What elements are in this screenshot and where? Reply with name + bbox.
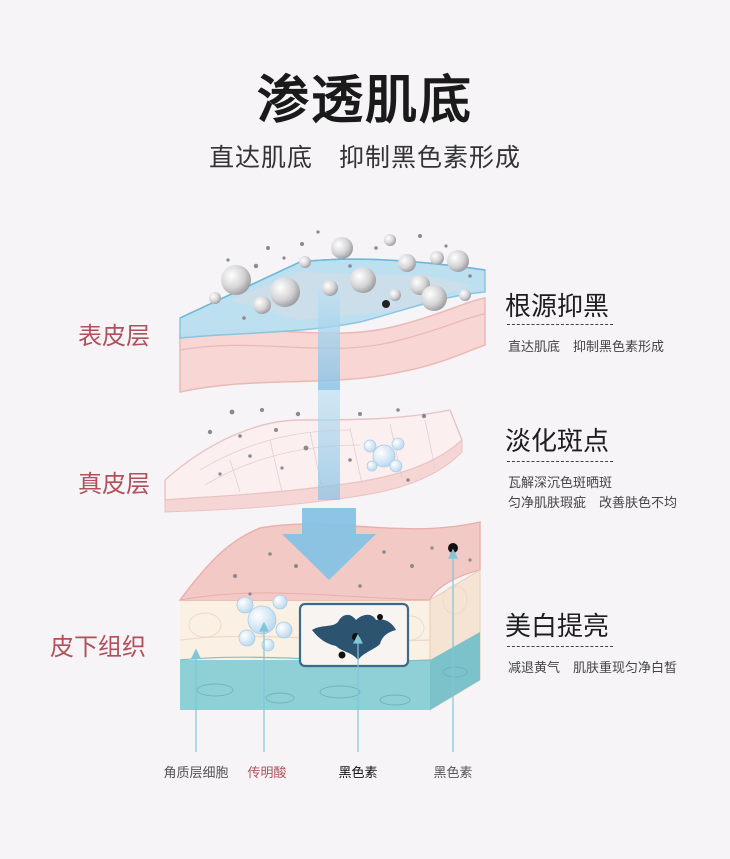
feature-divider	[507, 324, 613, 325]
page-subtitle: 直达肌底 抑制黑色素形成	[0, 138, 730, 174]
label-keratinocyte: 角质层细胞	[163, 762, 228, 781]
layer-label-epidermis: 表皮层	[78, 316, 150, 351]
feature-title-brighten: 美白提亮	[505, 606, 609, 643]
feature-desc-fade-spots-1: 瓦解深沉色斑晒斑	[508, 474, 612, 494]
layer-label-dermis: 真皮层	[78, 464, 150, 499]
feature-desc-root-whitening: 直达肌底 抑制黑色素形成	[508, 338, 664, 358]
layer-label-subcutaneous: 皮下组织	[50, 627, 146, 662]
label-tranexamic-acid: 传明酸	[247, 762, 286, 781]
feature-divider	[507, 646, 613, 647]
label-melanin-right: 黑色素	[433, 762, 472, 781]
page-title: 渗透肌底	[0, 58, 730, 133]
feature-title-fade-spots: 淡化斑点	[505, 421, 609, 458]
feature-desc-fade-spots-2: 匀净肌肤瑕疵 改善肤色不均	[508, 494, 677, 514]
feature-desc-brighten: 减退黄气 肌肤重现匀净白皙	[508, 659, 677, 679]
feature-divider	[507, 461, 613, 462]
dermis-block	[165, 410, 462, 512]
label-melanin-center: 黑色素	[338, 762, 377, 781]
feature-title-root-whitening: 根源抑黑	[505, 286, 609, 323]
